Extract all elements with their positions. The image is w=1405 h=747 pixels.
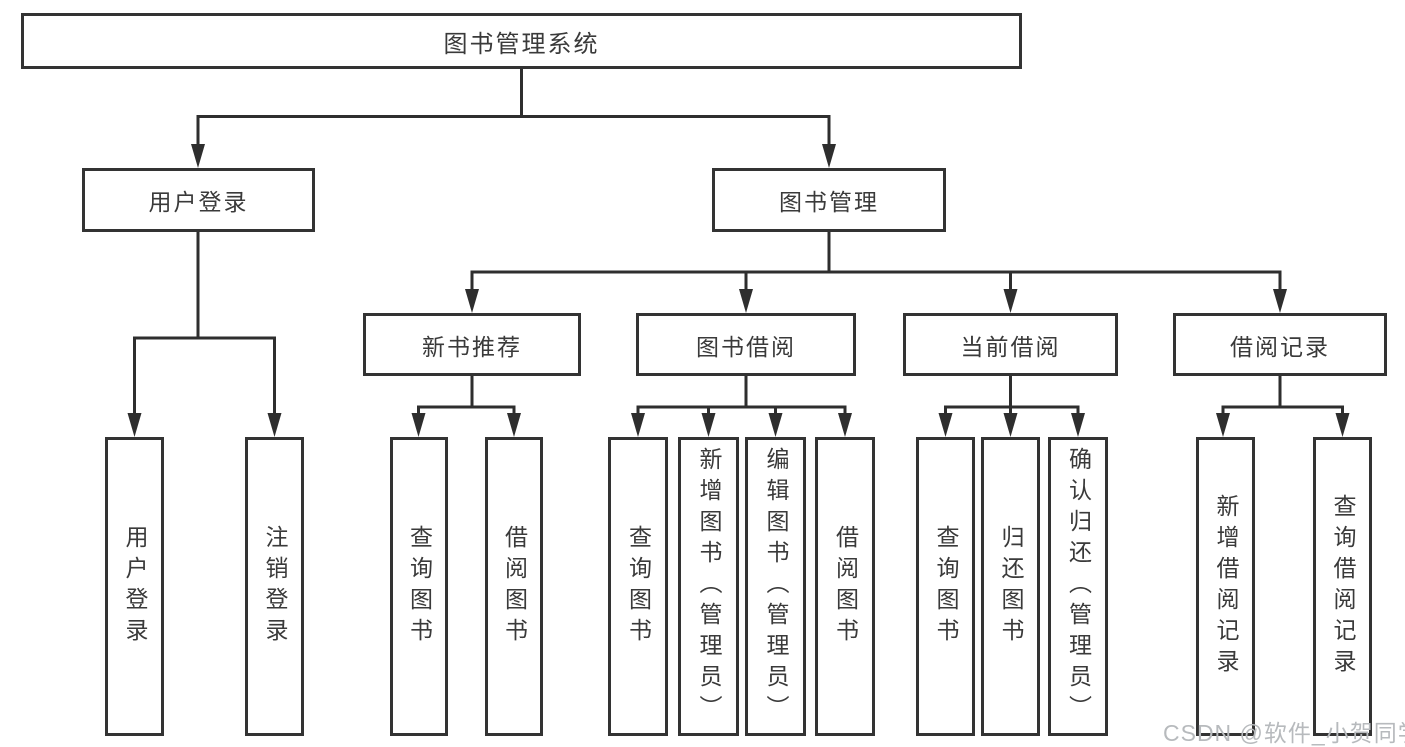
node-current-borrow: 当前借阅	[903, 313, 1118, 376]
arrowhead-down-icon	[739, 289, 753, 313]
node-leaf-user-login-label: 用户登录	[122, 524, 148, 649]
node-leaf-edit-books-admin-label: 编辑图书（管理员）	[763, 447, 789, 726]
arrowhead-down-icon	[938, 413, 953, 437]
node-leaf-borrow-books-2-label: 借阅图书	[832, 524, 859, 649]
node-leaf-query-books-3-label: 查询图书	[933, 524, 959, 649]
arrowhead-down-icon	[1003, 289, 1018, 313]
node-leaf-query-books-1-label: 查询图书	[406, 524, 433, 649]
node-leaf-query-books-3: 查询图书	[916, 437, 975, 736]
node-borrow-records-label: 借阅记录	[1230, 333, 1330, 360]
connector-user-login-to-leaves	[127, 232, 282, 437]
connector-current-borrow-to-leaves	[938, 376, 1085, 437]
node-leaf-add-books-admin-label: 新增图书（管理员）	[696, 447, 722, 726]
arrowhead-down-icon	[465, 289, 479, 313]
arrowhead-down-icon	[191, 144, 205, 168]
connector-new-books-to-leaves	[411, 376, 521, 437]
node-leaf-borrow-books-2: 借阅图书	[815, 437, 875, 736]
node-leaf-return-books: 归还图书	[981, 437, 1040, 736]
connector-borrow-records-to-leaves	[1216, 376, 1350, 437]
node-leaf-query-books-2-label: 查询图书	[625, 524, 652, 649]
node-leaf-query-borrow-record-label: 查询借阅记录	[1330, 493, 1356, 680]
node-leaf-logout-label: 注销登录	[262, 524, 288, 649]
arrowhead-down-icon	[1273, 289, 1287, 313]
node-new-books: 新书推荐	[363, 313, 581, 376]
node-new-books-label: 新书推荐	[422, 333, 522, 360]
node-book-management-label: 图书管理	[779, 189, 879, 215]
node-borrow-records: 借阅记录	[1173, 313, 1387, 376]
node-leaf-add-borrow-record: 新增借阅记录	[1196, 437, 1255, 736]
connector-root-to-level2	[191, 69, 836, 168]
arrowhead-down-icon	[1335, 413, 1350, 437]
node-leaf-add-books-admin: 新增图书（管理员）	[678, 437, 739, 736]
node-leaf-edit-books-admin: 编辑图书（管理员）	[745, 437, 806, 736]
node-book-borrow-label: 图书借阅	[696, 333, 796, 360]
node-book-borrow: 图书借阅	[636, 313, 856, 376]
node-leaf-query-books-1: 查询图书	[390, 437, 448, 736]
node-root-label: 图书管理系统	[443, 30, 600, 58]
node-root: 图书管理系统	[21, 13, 1022, 69]
node-user-login: 用户登录	[82, 168, 315, 232]
arrowhead-down-icon	[127, 413, 142, 437]
node-current-borrow-label: 当前借阅	[960, 333, 1061, 360]
arrowhead-down-icon	[768, 413, 783, 437]
node-user-login-label: 用户登录	[148, 189, 249, 215]
watermark: CSDN @软件_小贺同学	[1163, 720, 1405, 746]
node-leaf-user-login: 用户登录	[105, 437, 164, 736]
connector-book-borrow-to-leaves	[631, 376, 852, 437]
node-leaf-confirm-return-admin: 确认归还（管理员）	[1048, 437, 1108, 736]
arrowhead-down-icon	[1071, 413, 1085, 437]
arrowhead-down-icon	[507, 413, 521, 437]
arrowhead-down-icon	[1003, 413, 1018, 437]
node-leaf-borrow-books-1: 借阅图书	[485, 437, 543, 736]
arrowhead-down-icon	[701, 413, 716, 437]
node-leaf-confirm-return-admin-label: 确认归还（管理员）	[1065, 447, 1092, 726]
node-leaf-return-books-label: 归还图书	[998, 524, 1024, 649]
node-leaf-borrow-books-1-label: 借阅图书	[501, 524, 528, 649]
node-book-management: 图书管理	[712, 168, 946, 232]
arrowhead-down-icon	[838, 413, 852, 437]
node-leaf-logout: 注销登录	[245, 437, 304, 736]
connector-book-management-to-level3	[465, 232, 1287, 313]
arrowhead-down-icon	[1216, 413, 1230, 437]
arrowhead-down-icon	[411, 413, 426, 437]
node-leaf-query-books-2: 查询图书	[608, 437, 668, 736]
arrowhead-down-icon	[267, 413, 282, 437]
arrowhead-down-icon	[822, 144, 836, 168]
node-leaf-add-borrow-record-label: 新增借阅记录	[1213, 493, 1239, 680]
arrowhead-down-icon	[631, 413, 645, 437]
node-leaf-query-borrow-record: 查询借阅记录	[1313, 437, 1372, 736]
